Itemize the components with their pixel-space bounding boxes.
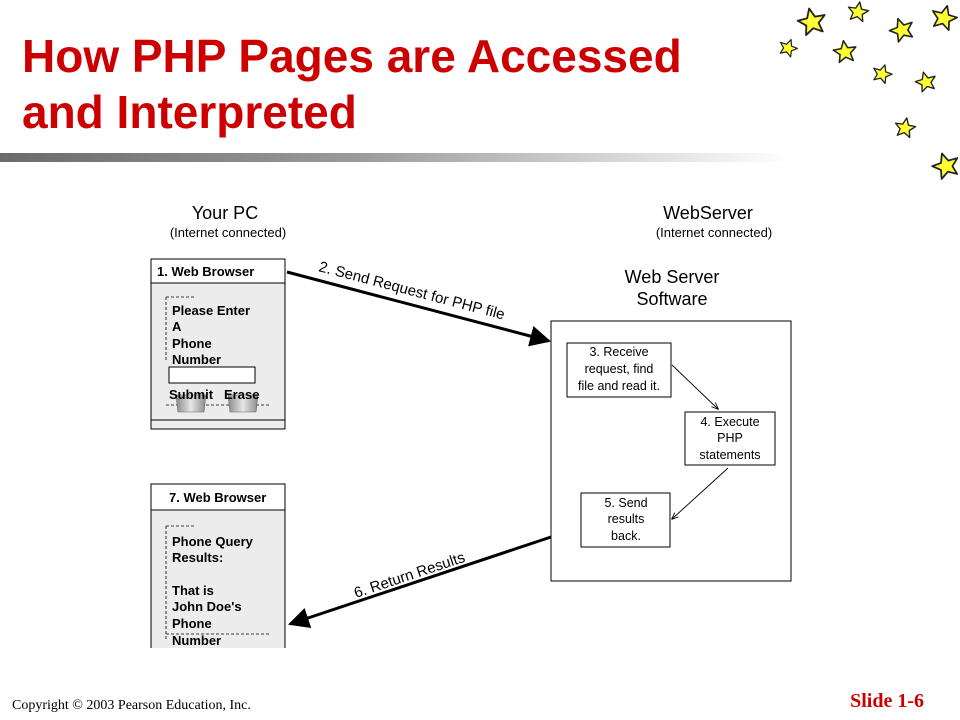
arrow-step4-to-step5: [672, 467, 729, 519]
server-software-label-line1: Web Server: [625, 267, 720, 287]
crop-mask: [140, 648, 300, 668]
web-browser-7: 7. Web Browser Phone Query Results: That…: [150, 483, 286, 655]
browser1-line: Please Enter: [172, 303, 250, 318]
title-underline: [0, 153, 790, 162]
return-results-label: 6. Return Results: [352, 549, 467, 602]
erase-button[interactable]: [227, 394, 259, 413]
step5-line: 5. Send: [604, 496, 647, 510]
browser7-line: Results:: [172, 550, 223, 565]
step5-box: 5. Send results back.: [580, 492, 671, 548]
browser1-line: Number: [172, 352, 221, 367]
pc-subheading: (Internet connected): [170, 225, 286, 240]
browser1-line: A: [172, 319, 182, 334]
step5-line: back.: [611, 529, 641, 543]
step5-line: results: [608, 512, 645, 526]
browser7-line: Number: [172, 633, 221, 648]
send-request-arrow: [286, 270, 552, 347]
browser7-line: That is: [172, 583, 214, 598]
browser7-title: 7. Web Browser: [169, 490, 266, 505]
browser7-line: John Doe's: [172, 599, 242, 614]
erase-label: Erase: [224, 387, 259, 402]
server-heading: WebServer: [663, 203, 753, 223]
browser1-title: 1. Web Browser: [157, 264, 254, 279]
slide-title-line1: How PHP Pages are Accessed: [22, 30, 682, 82]
submit-label: Submit: [169, 387, 214, 402]
send-request-label: 2. Send Request for PHP file: [317, 258, 507, 323]
browser7-line: Phone Query: [172, 534, 254, 549]
submit-button[interactable]: [175, 394, 207, 413]
slide-number: Slide 1-6: [850, 690, 924, 712]
step4-line: statements: [699, 448, 760, 462]
server-subheading: (Internet connected): [656, 225, 772, 240]
slide-title-line2: and Interpreted: [22, 86, 357, 138]
step4-box: 4. Execute PHP statements: [684, 411, 776, 466]
web-browser-1: 1. Web Browser Please Enter A Phone Numb…: [150, 258, 286, 430]
slide-title: How PHP Pages are Accessed and Interpret…: [22, 28, 782, 140]
step3-line: 3. Receive: [589, 345, 648, 359]
copyright-notice: Copyright © 2003 Pearson Education, Inc.: [12, 698, 251, 713]
arrow-step3-to-step4: [671, 364, 718, 409]
return-results-arrow: [288, 535, 552, 628]
browser7-line: Phone: [172, 616, 212, 631]
pc-heading: Your PC: [192, 203, 258, 223]
step3-box: 3. Receive request, find file and read i…: [566, 342, 672, 398]
server-software-label-line2: Software: [636, 289, 707, 309]
step3-line: request, find: [585, 362, 654, 376]
step4-line: PHP: [717, 431, 743, 445]
step3-line: file and read it.: [578, 379, 660, 393]
browser1-line: Phone: [172, 336, 212, 351]
step4-line: 4. Execute: [700, 415, 759, 429]
phone-number-input[interactable]: [168, 366, 256, 384]
